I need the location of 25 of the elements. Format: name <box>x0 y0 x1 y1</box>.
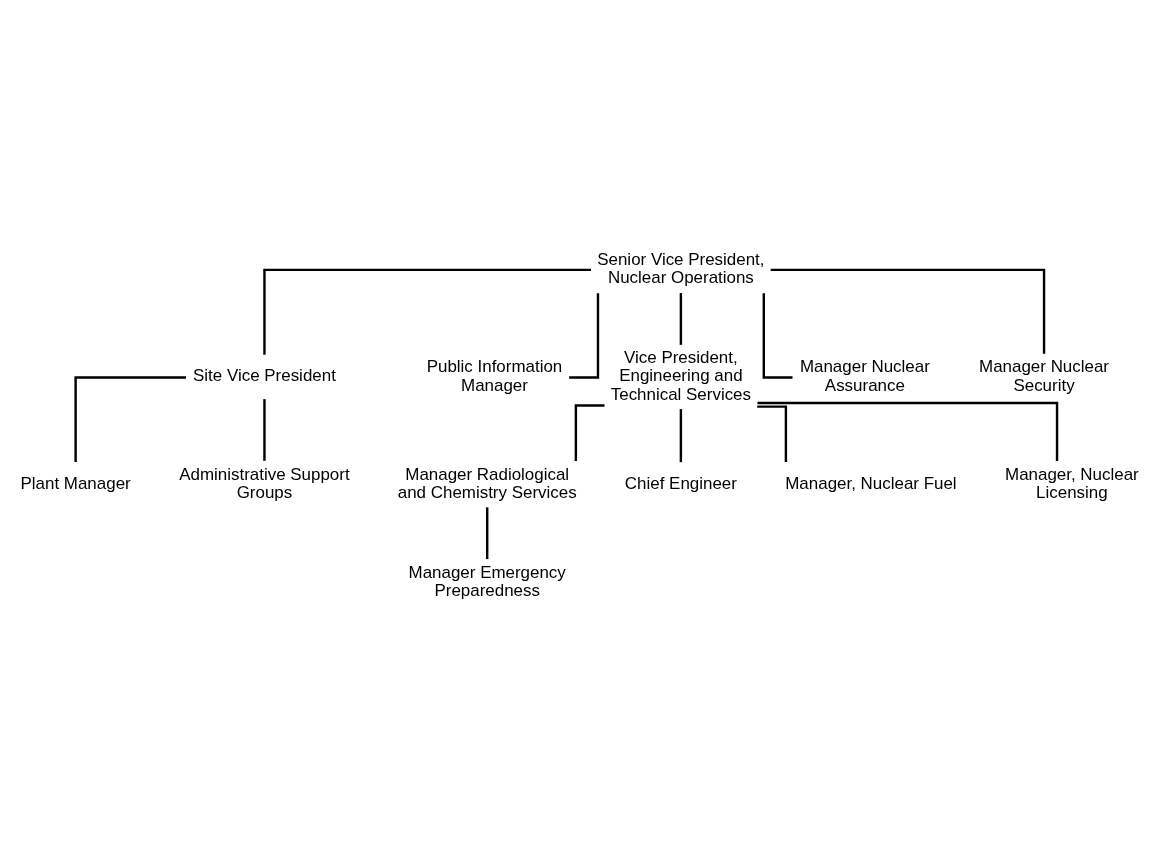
node-text: Public Information Manager <box>426 357 563 395</box>
connector <box>679 293 683 345</box>
node-text: Chief Engineer <box>624 473 737 493</box>
node-text: Manager Radiological and Chemistry Services <box>397 464 577 502</box>
connector <box>263 268 592 355</box>
node-text: Administrative Support Groups <box>179 464 350 502</box>
node-text: Senior Vice President, Nuclear Operations <box>597 250 765 288</box>
node-text: Manager, Nuclear Licensing <box>1005 464 1139 502</box>
connector <box>757 401 1059 462</box>
node-text: Manager Emergency Preparedness <box>408 562 566 600</box>
connector <box>263 399 266 461</box>
node-text: Manager Nuclear Security <box>979 357 1109 395</box>
connector <box>574 404 605 461</box>
connector <box>486 507 489 560</box>
node-text: Manager Nuclear Assurance <box>799 357 930 395</box>
connector <box>74 376 186 463</box>
node-text: Plant Manager <box>20 473 131 493</box>
node-text: Manager, Nuclear Fuel <box>785 473 957 493</box>
connector <box>770 268 1046 354</box>
connector <box>762 293 793 379</box>
connector <box>679 409 683 463</box>
node-text: Site Vice President <box>193 366 336 386</box>
connector <box>569 293 600 379</box>
node-text: Vice President, Engineering and Technical Services <box>610 348 752 404</box>
connector <box>757 405 788 463</box>
